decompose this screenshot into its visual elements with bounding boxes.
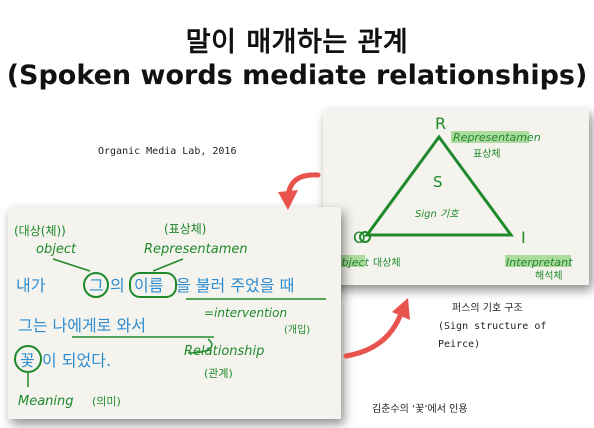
meaning-label: Meaning: [18, 394, 74, 409]
meaning-ko-label: (의미): [92, 395, 121, 408]
representamen-highlight: [451, 131, 529, 143]
line1-part-b: 의: [110, 276, 125, 295]
interpretant-ko-label: 해석체: [535, 269, 563, 282]
object-en-label: object: [36, 242, 77, 257]
object-ko-label: 대상체: [373, 257, 401, 269]
representamen-en-label: Representamen: [144, 242, 248, 257]
title-english: (Spoken words mediate relationships): [6, 60, 588, 91]
credit-text: Organic Media Lab, 2016: [98, 146, 237, 157]
representamen-ko-label: (표상체): [164, 222, 206, 236]
line3-rest: 이 되었다.: [42, 351, 111, 370]
representamen-ko-label: 표상체: [473, 148, 501, 160]
sign-triangle: [364, 134, 514, 237]
object-vertex-circle: [359, 231, 371, 243]
relationship-pointer-line: [187, 338, 213, 354]
arrow-to-right-card: [343, 313, 403, 359]
line3-circle-word: 꽃: [20, 351, 35, 370]
arrow-to-left-card: [285, 172, 321, 199]
representamen-box: [129, 272, 177, 298]
line2-text: 그는 나에게로 와서: [18, 316, 146, 335]
line1-name-word: 이름: [134, 276, 163, 295]
representamen-label: Representamen: [453, 131, 541, 144]
object-label: Object: [333, 256, 370, 269]
peirce-triangle-drawing: R Representamen 표상체 S Sign 기호 O I Object…: [331, 114, 573, 282]
peirce-caption: 퍼스의 기호 구조 (Sign structure of Peirce): [438, 300, 594, 354]
vertex-r: R: [435, 114, 446, 133]
line1-part-a: 내가: [16, 276, 46, 295]
relationship-ko-label: (관계): [204, 367, 233, 380]
peirce-sign-card: R Representamen 표상체 S Sign 기호 O I Object…: [323, 109, 589, 285]
line1-part-d: 을 불러 주었을 때: [176, 276, 294, 295]
vertex-i: I: [521, 228, 526, 247]
poem-source-caption: 김춘수의 ‘꽃’에서 인용: [372, 404, 468, 415]
intervention-label: =intervention: [204, 306, 287, 320]
object-circle: [83, 272, 109, 298]
relationship-label: Relationship: [184, 344, 264, 359]
arrow-to-right-card-head: [392, 298, 410, 320]
interpretant-highlight: [505, 255, 571, 267]
peirce-caption-korean: 퍼스의 기호 구조: [452, 303, 523, 314]
object-ko-label: (대상(체)): [14, 224, 66, 238]
intervention-ko-label: (개입): [284, 323, 310, 336]
poem-drawing: (대상(체)) object (표상체) Representamen 내가 그 …: [14, 222, 326, 409]
vertex-o: O: [353, 228, 366, 247]
line1-circle-word: 그: [89, 276, 104, 295]
peirce-caption-english: (Sign structure of Peirce): [438, 321, 547, 350]
sign-label: Sign 기호: [415, 208, 459, 220]
title-korean: 말이 매개하는 관계: [185, 27, 409, 58]
interpretant-label: Interpretant: [506, 256, 573, 269]
object-pointer-line: [52, 258, 91, 272]
representamen-pointer-line: [152, 258, 184, 272]
meaning-circle: [14, 345, 42, 373]
center-s: S: [433, 173, 443, 191]
poem-card: (대상(체)) object (표상체) Representamen 내가 그 …: [8, 207, 341, 419]
